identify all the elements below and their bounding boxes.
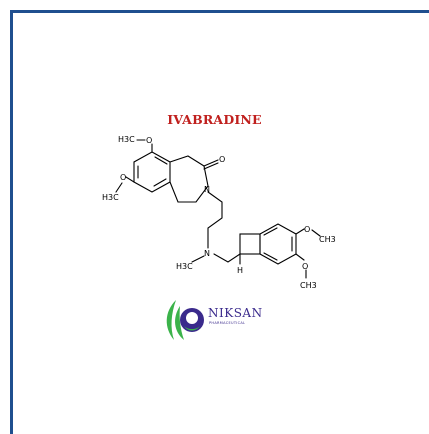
- label-o-carbonyl: O: [219, 155, 225, 164]
- label-o-right-top: O: [304, 225, 310, 234]
- label-h3c-left: H3C: [102, 193, 119, 202]
- label-ch3-right-bottom: CH3: [300, 281, 317, 290]
- logo-wordmark: NIKSAN: [208, 306, 263, 320]
- azepinone-ring: [169, 155, 219, 203]
- label-h3c-amine: H3C: [176, 262, 193, 271]
- logo-tagline: PHARMACEUTICAL: [209, 321, 246, 325]
- chemical-structure-diagram: H3C O O H3C O N N H3C H O CH3 O CH3: [102, 135, 336, 290]
- label-h3c-top: H3C: [118, 135, 135, 144]
- label-o-top: O: [146, 136, 152, 145]
- benzazepine-benzene-ring: [133, 151, 171, 193]
- cyclobutane-ring: [239, 233, 261, 265]
- label-o-left: O: [120, 173, 126, 182]
- document-frame: [10, 10, 429, 434]
- label-n-ring: N: [204, 185, 210, 194]
- label-n-amine: N: [204, 249, 210, 258]
- label-h-stereo: H: [237, 266, 243, 275]
- niksan-leaf-icon: [166, 300, 204, 340]
- methoxy-groups-left: [115, 139, 153, 193]
- company-logo: NIKSAN PHARMACEUTICAL: [162, 296, 282, 346]
- label-ch3-right-top: CH3: [319, 235, 336, 244]
- compound-title: IVABRADINE: [167, 112, 262, 127]
- label-o-right-bottom: O: [302, 262, 308, 271]
- amine-branches: [191, 253, 241, 263]
- methoxy-groups-right: [295, 228, 321, 279]
- propyl-linker-chain: [207, 191, 223, 249]
- benzocyclobutene-benzene-ring: [259, 223, 297, 265]
